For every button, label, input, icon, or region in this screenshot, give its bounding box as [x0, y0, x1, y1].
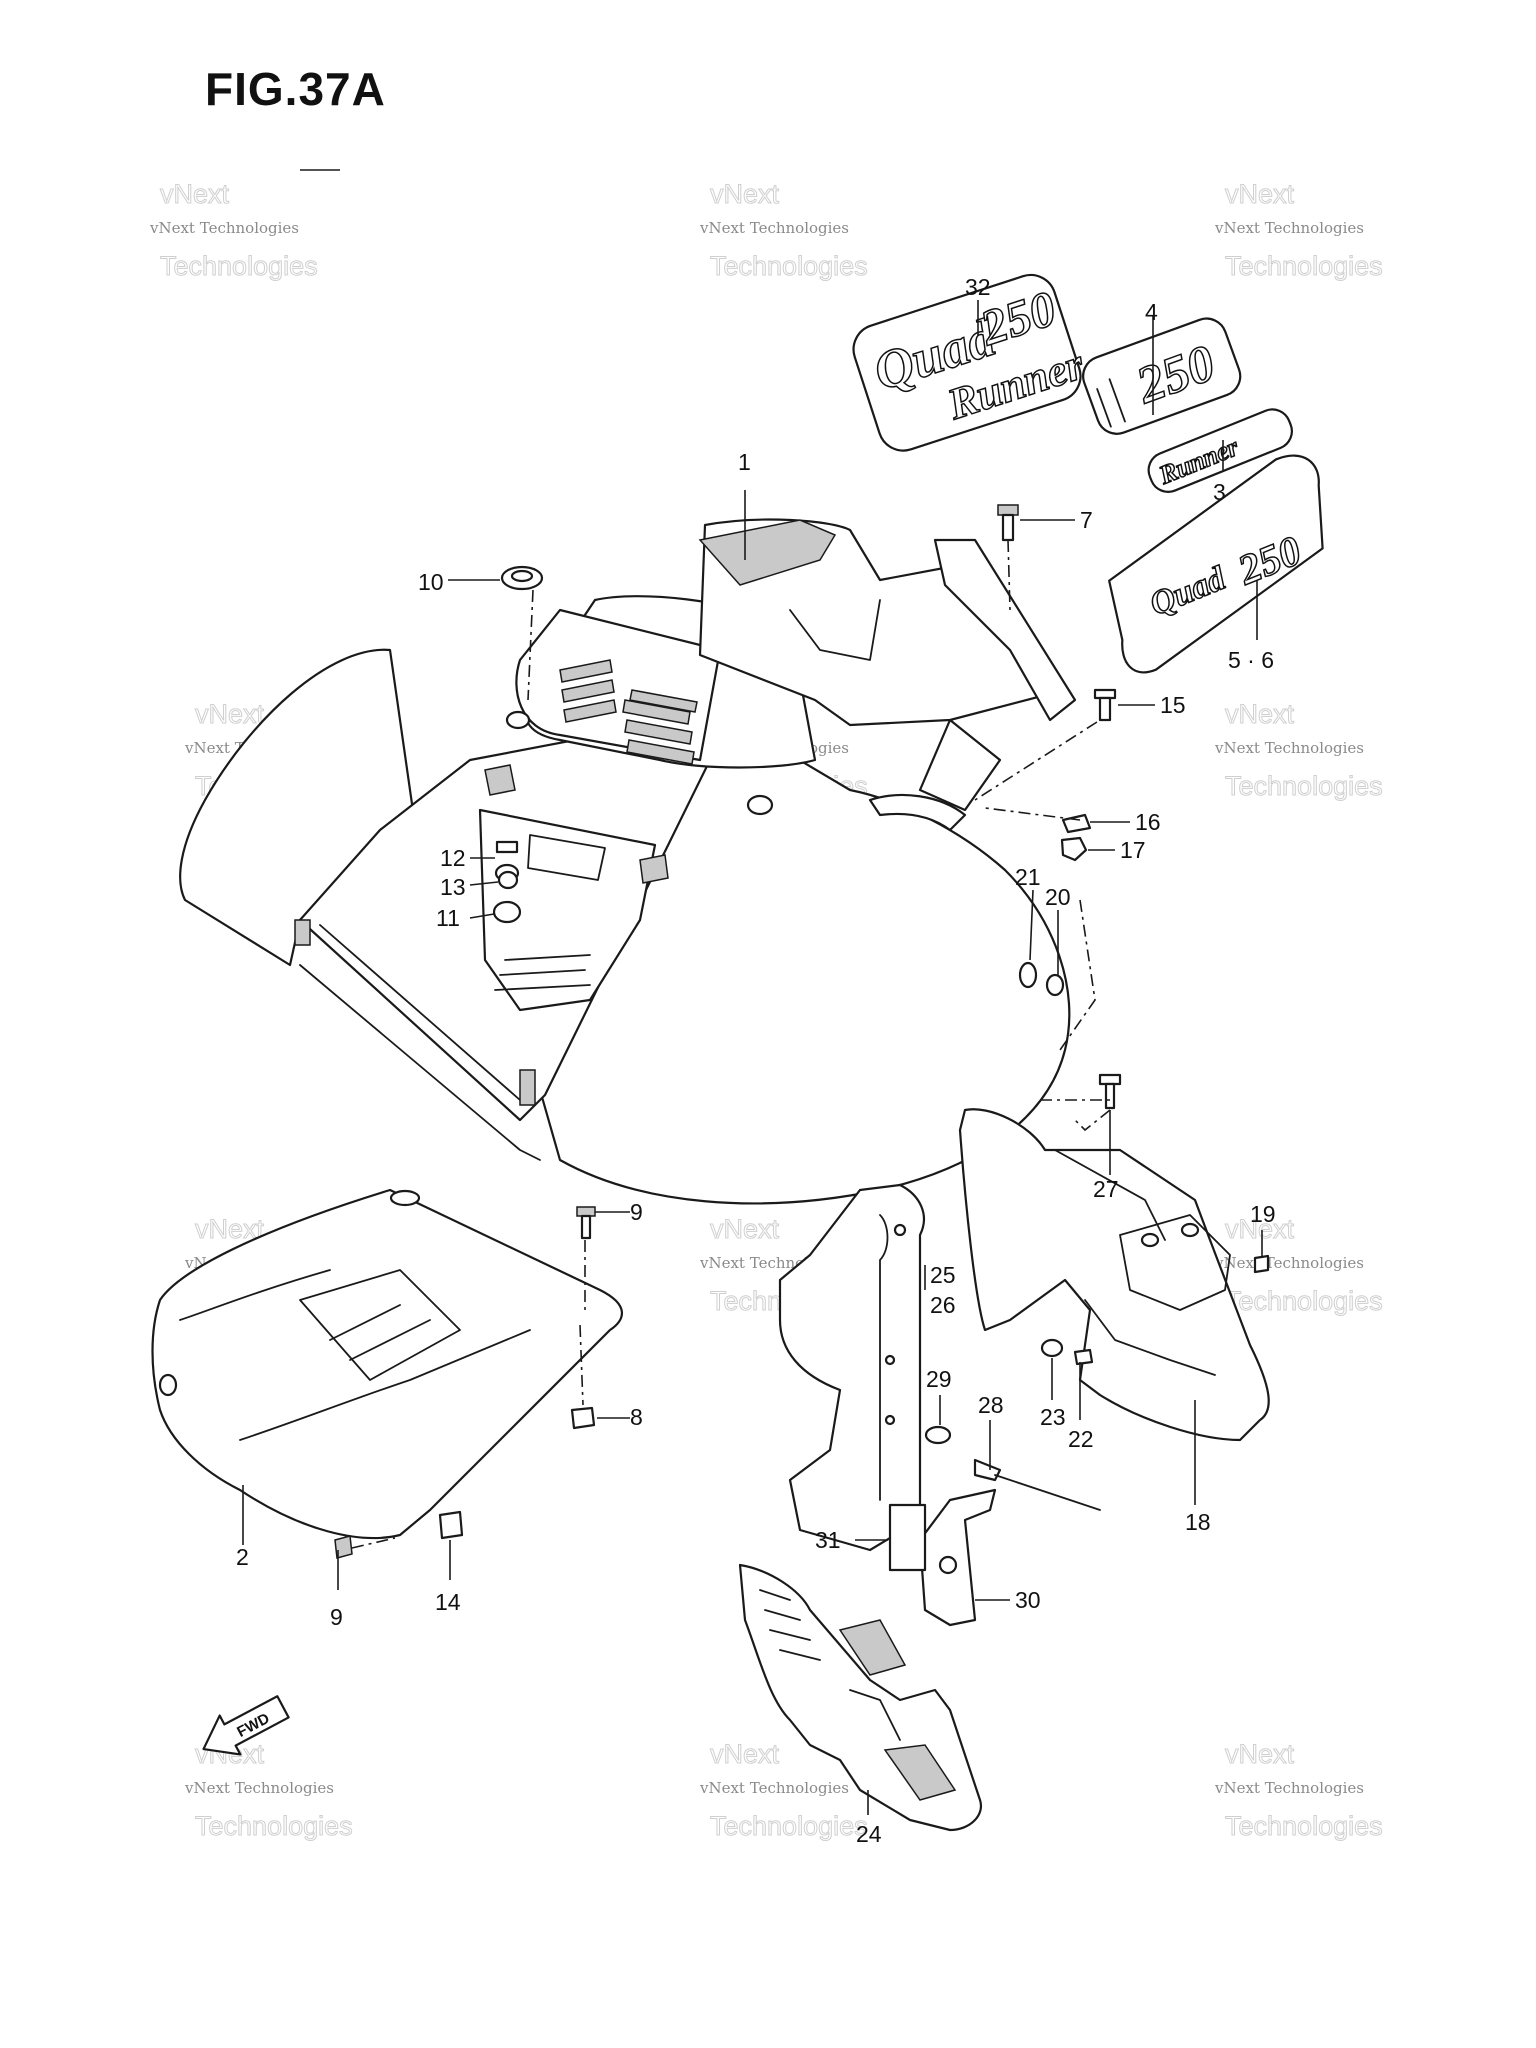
- watermark: vNext vNext Technologies Technologies: [699, 179, 868, 282]
- phantom-lines: [351, 539, 1111, 1549]
- callout-21: 21: [1015, 864, 1041, 890]
- front-fender: [179, 518, 1077, 1205]
- callout-19: 19: [1250, 1201, 1276, 1227]
- callout-23: 23: [1040, 1404, 1066, 1430]
- callout-4: 4: [1145, 299, 1158, 325]
- rivet-pin: [973, 1458, 1101, 1511]
- hardware: [334, 504, 1270, 1559]
- callout-24: 24: [856, 1821, 882, 1847]
- watermark: vNext vNext Technologies Technologies: [1214, 179, 1383, 282]
- svg-text:vNext Technologies: vNext Technologies: [184, 1779, 334, 1797]
- callout-30: 30: [1015, 1587, 1041, 1613]
- inner-splash-panel: [778, 1183, 925, 1552]
- callout-28: 28: [978, 1392, 1004, 1418]
- svg-text:Technologies: Technologies: [1225, 1286, 1383, 1316]
- callout-10: 10: [418, 569, 444, 595]
- callout-11: 11: [436, 905, 460, 931]
- svg-text:vNext Technologies: vNext Technologies: [699, 1779, 849, 1797]
- svg-text:vNext: vNext: [1225, 1214, 1295, 1244]
- washer: [924, 1425, 952, 1445]
- callout-32: 32: [965, 274, 991, 300]
- lower-grille-panel: [738, 1563, 983, 1832]
- watermark: vNext vNext Technologies Technologies: [1214, 1739, 1383, 1842]
- pad: [888, 1503, 927, 1572]
- callout-9-upper: 9: [630, 1199, 643, 1225]
- callout-14: 14: [435, 1589, 461, 1615]
- leader-lines: [242, 300, 1263, 1815]
- vent-louvers: [559, 659, 698, 765]
- front-lower-cover: [151, 1188, 623, 1540]
- svg-text:Technologies: Technologies: [710, 1811, 868, 1841]
- callouts: 1 2 3 4 5 · 6 7 8 9 9 10 11 12 13 14 15 …: [236, 274, 1276, 1847]
- callout-16: 16: [1135, 809, 1161, 835]
- svg-text:Technologies: Technologies: [1225, 251, 1383, 281]
- forward-arrow-icon: FWD: [202, 1695, 290, 1756]
- callout-31: 31: [815, 1527, 841, 1553]
- svg-text:vNext: vNext: [195, 699, 265, 729]
- callout-18: 18: [1185, 1509, 1211, 1535]
- svg-text:vNext: vNext: [1225, 699, 1295, 729]
- watermark: vNext vNext Technologies Technologies: [1214, 1214, 1383, 1317]
- decal-250-4: 250: [1082, 317, 1242, 435]
- callout-20: 20: [1045, 884, 1071, 910]
- svg-text:vNext Technologies: vNext Technologies: [1214, 1779, 1364, 1797]
- svg-text:Technologies: Technologies: [1225, 1811, 1383, 1841]
- svg-text:vNext: vNext: [1225, 1739, 1295, 1769]
- callout-2: 2: [236, 1544, 249, 1570]
- svg-text:vNext Technologies: vNext Technologies: [699, 219, 849, 237]
- svg-text:vNext: vNext: [710, 1214, 780, 1244]
- svg-text:vNext: vNext: [710, 1739, 780, 1769]
- watermark: vNext vNext Technologies Technologies: [699, 1739, 868, 1842]
- callout-13: 13: [440, 874, 466, 900]
- svg-text:Technologies: Technologies: [710, 251, 868, 281]
- svg-text:vNext Technologies: vNext Technologies: [149, 219, 299, 237]
- right-mudguard: [958, 1108, 1270, 1442]
- svg-text:vNext: vNext: [710, 179, 780, 209]
- watermark: vNext vNext Technologies Technologies: [184, 1739, 353, 1842]
- callout-15: 15: [1160, 692, 1186, 718]
- svg-text:Technologies: Technologies: [195, 1811, 353, 1841]
- svg-text:vNext: vNext: [160, 179, 230, 209]
- watermark: vNext vNext Technologies Technologies: [149, 179, 318, 282]
- callout-9-lower: 9: [330, 1604, 343, 1630]
- svg-text:Technologies: Technologies: [160, 251, 318, 281]
- svg-text:vNext Technologies: vNext Technologies: [1214, 1254, 1364, 1272]
- svg-text:Technologies: Technologies: [1225, 771, 1383, 801]
- callout-7: 7: [1080, 507, 1093, 533]
- figure-title: FIG.37A: [205, 63, 386, 115]
- clip-bracket: [918, 1488, 997, 1627]
- callout-8: 8: [630, 1404, 643, 1430]
- svg-text:vNext: vNext: [1225, 179, 1295, 209]
- callout-22: 22: [1068, 1426, 1094, 1452]
- svg-text:vNext Technologies: vNext Technologies: [1214, 219, 1364, 237]
- callout-25: 25: [930, 1262, 956, 1288]
- callout-1: 1: [738, 449, 751, 475]
- watermark: vNext vNext Technologies Technologies: [1214, 699, 1383, 802]
- svg-text:vNext Technologies: vNext Technologies: [1214, 739, 1364, 757]
- decal-quad-runner-32: Quad 250 Runner: [852, 273, 1091, 452]
- callout-27: 27: [1093, 1176, 1119, 1202]
- callout-29: 29: [926, 1366, 952, 1392]
- callout-26: 26: [930, 1292, 956, 1318]
- callout-3: 3: [1213, 479, 1226, 505]
- callout-12: 12: [440, 845, 466, 871]
- callout-17: 17: [1120, 837, 1146, 863]
- callout-5-6: 5 · 6: [1228, 647, 1274, 673]
